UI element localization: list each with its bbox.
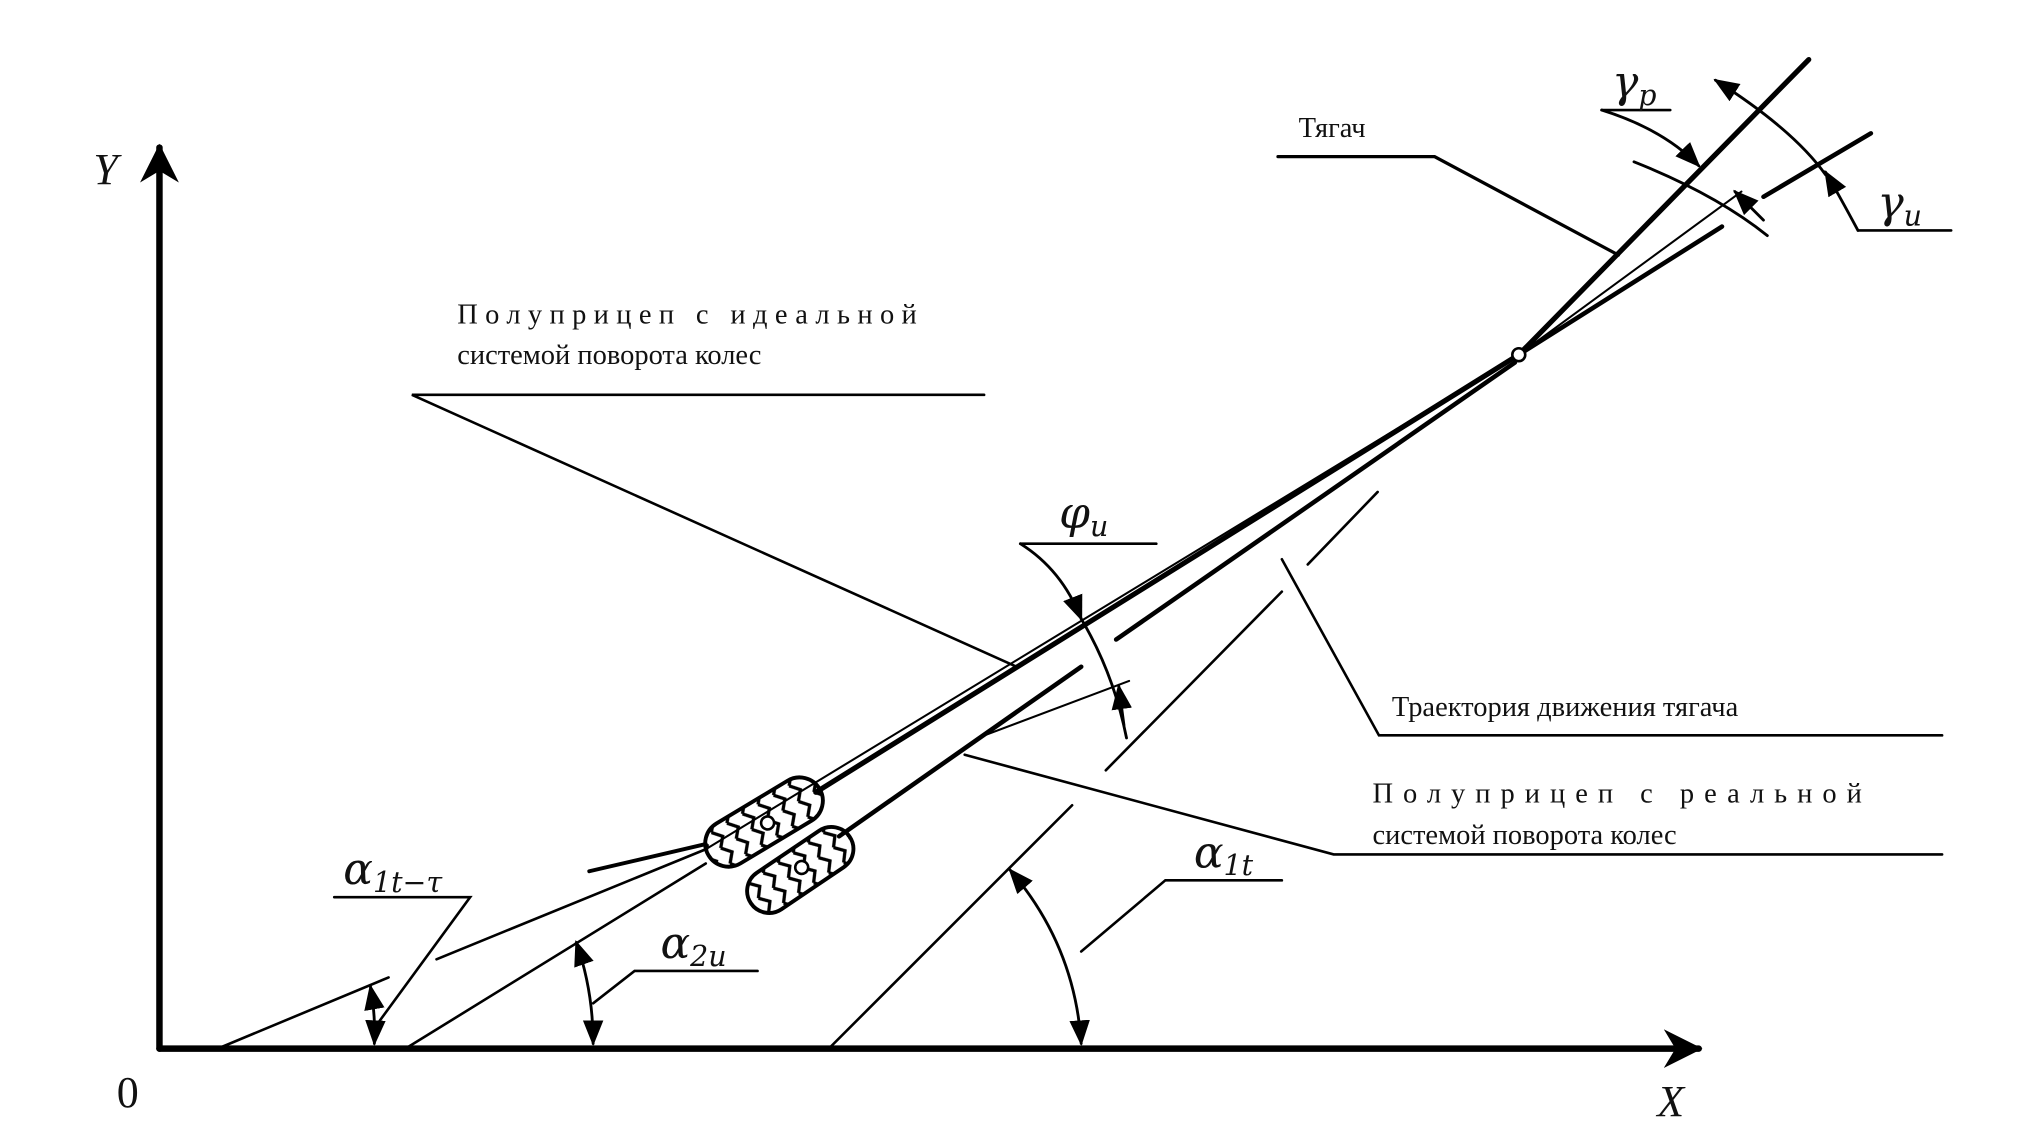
coordinate-axes: Y X 0 [93, 143, 1703, 1125]
rear-stub [587, 842, 708, 874]
delayed-axis-line-2 [435, 847, 708, 961]
ideal-trailer-label-1: Полуприцеп с идеальной [457, 300, 917, 331]
real-trailer-axis [836, 664, 1084, 839]
phi-u-label: φu [1059, 488, 1108, 543]
trajectory-line-3 [1306, 490, 1379, 566]
y-axis-label: Y [93, 145, 122, 194]
origin-label: 0 [117, 1068, 139, 1117]
real-trailer-thin-2 [976, 679, 1131, 739]
tractor-axis-offset [1516, 224, 1725, 357]
real-trailer-label-2: системой поворота колес [1372, 820, 1676, 851]
alpha-1t-tau-angle: α1t−τ [332, 844, 473, 1047]
ideal-trailer-callout: Полуприцеп с идеальной системой поворота… [411, 300, 1018, 669]
tractor-axis-thin [1517, 190, 1743, 356]
real-trailer-label-1: Полуприцеп с реальной [1372, 779, 1861, 810]
alpha-1t-tau-label: α1t−τ [343, 844, 443, 899]
alpha-1t-angle: α1t [1008, 827, 1284, 1046]
trajectory-callout: Траектория движения тягача [1280, 557, 1944, 737]
real-trailer-wheel [745, 825, 856, 915]
gamma-u-label: γu [1877, 177, 1922, 232]
tractor-axis [1516, 56, 1812, 358]
alpha-2u-angle: α2u [574, 918, 759, 1047]
alpha-1t-label: α1t [1194, 827, 1254, 882]
tractor-label: Тягач [1299, 113, 1366, 144]
real-trailer-axis-2 [1113, 360, 1518, 642]
ideal-trailer-wheel [703, 775, 825, 869]
gamma-angles: γp γu [1600, 57, 1953, 238]
real-trailer-thin [704, 353, 1520, 851]
ideal-trailer-label-2: системой поворота колес [457, 340, 761, 371]
tractor-callout: Тягач [1276, 113, 1621, 257]
real-trailer-callout: Полуприцеп с реальной системой поворота … [963, 753, 1944, 856]
delayed-axis-line [216, 976, 390, 1050]
trajectory-label: Траектория движения тягача [1392, 692, 1739, 723]
hitch-point [1511, 346, 1527, 363]
x-axis-label: X [1655, 1077, 1686, 1125]
phi-angle: φu [1018, 488, 1158, 740]
vehicle-lines [216, 56, 1874, 1050]
trajectory-line [827, 803, 1074, 1050]
ideal-trailer-axis [813, 352, 1522, 795]
trajectory-line-2 [1104, 590, 1284, 772]
ideal-trailer-extension [404, 862, 708, 1050]
gamma-p-label: γp [1612, 57, 1657, 112]
alpha-2u-label: α2u [660, 918, 726, 973]
